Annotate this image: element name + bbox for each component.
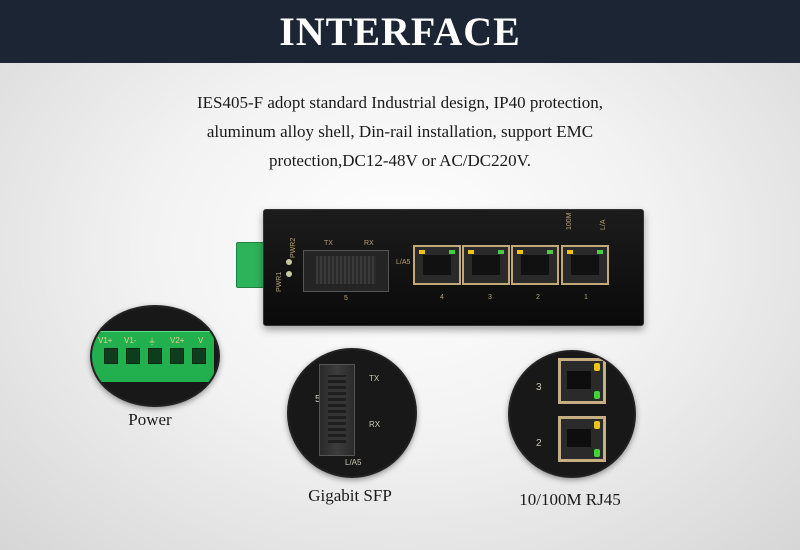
sfp-label: Gigabit SFP	[308, 486, 392, 505]
terminal-label: V	[198, 336, 204, 345]
power-terminal-block	[236, 242, 266, 288]
terminal-label: V1+	[98, 336, 113, 345]
description-line: protection,DC12-48V or AC/DC220V.	[269, 151, 531, 170]
sfp-number-label: 5	[344, 295, 348, 302]
rj45-port	[558, 416, 606, 462]
port-number-label: 1	[584, 294, 588, 301]
description-line: aluminum alloy shell, Din-rail installat…	[206, 122, 594, 141]
rj45-callout-circle: 3 2	[508, 350, 636, 478]
ground-icon: ⏚	[148, 337, 156, 346]
header-banner: INTERFACE	[0, 0, 800, 63]
pwr-led-icon	[286, 259, 292, 265]
page-title: INTERFACE	[279, 9, 521, 54]
terminal-label: V2+	[170, 336, 185, 345]
product-description: IES405-F adopt standard Industrial desig…	[100, 88, 700, 175]
rj45-port	[413, 245, 461, 285]
rj45-port	[511, 245, 559, 285]
power-label: Power	[128, 410, 172, 429]
rj45-label: 10/100M RJ45	[519, 490, 621, 509]
rj45-port	[561, 245, 609, 285]
sfp-module	[319, 364, 355, 456]
la5-label: L/A5	[396, 259, 411, 266]
sfp-la-label: L/A5	[345, 458, 362, 467]
sfp-tx-label: TX	[369, 374, 380, 383]
port-number-label: 3	[536, 382, 542, 393]
power-callout-circle: V1+ V1- ⏚ V2+ V	[90, 305, 220, 407]
rj45-port	[558, 358, 606, 404]
sfp-rx-label: RX	[364, 240, 374, 247]
speed-label: 100M	[566, 212, 573, 230]
port-number-label: 2	[536, 438, 542, 449]
pwr-led-icon	[286, 271, 292, 277]
sfp-number-label: 5	[315, 394, 321, 405]
pwr2-label: PWR2	[290, 237, 297, 258]
rj45-port	[462, 245, 510, 285]
sfp-tx-label: TX	[324, 240, 333, 247]
description-line: IES405-F adopt standard Industrial desig…	[196, 93, 604, 112]
port-number-label: 3	[488, 294, 492, 301]
port-number-label: 2	[536, 294, 540, 301]
sfp-slot	[303, 250, 389, 292]
terminal-label: V1-	[124, 336, 137, 345]
pwr1-label: PWR1	[276, 271, 283, 292]
sfp-callout-circle: TX 5 RX L/A5	[287, 348, 417, 478]
port-number-label: 4	[440, 294, 444, 301]
sfp-rx-label: RX	[369, 420, 381, 429]
la-label: L/A	[600, 219, 607, 230]
